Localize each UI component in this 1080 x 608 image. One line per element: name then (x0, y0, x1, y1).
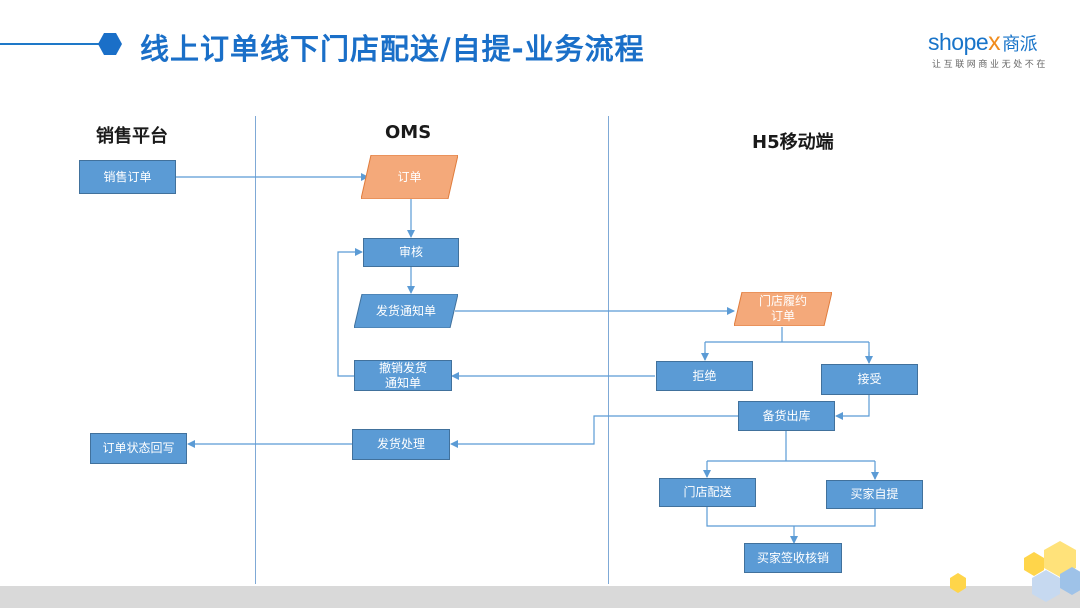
node-accept[interactable]: 接受 (821, 364, 918, 395)
arrow-accept-to-stock-out (835, 395, 870, 420)
arrow-merge-to-buyer-sign (706, 507, 876, 543)
node-ship-notice[interactable]: 发货通知单 (354, 294, 458, 328)
cancel-notice-line-1: 撤销发货 (378, 360, 427, 375)
parallelogram-shape (354, 294, 458, 328)
arrow-store-order-split (704, 327, 870, 363)
node-order[interactable]: 订单 (361, 155, 458, 199)
node-store-delivery[interactable]: 门店配送 (659, 478, 756, 507)
node-order-label: 订单 (397, 169, 422, 184)
logo-slogan: 让互联网商业无处不在 (932, 60, 1049, 70)
node-stock-out[interactable]: 备货出库 (738, 401, 835, 431)
arrow-stock-out-to-ship-process (450, 415, 738, 448)
node-reject[interactable]: 拒绝 (656, 361, 753, 391)
lane-divider-2 (608, 116, 609, 584)
node-buyer-pickup[interactable]: 买家自提 (826, 480, 923, 509)
node-buyer-sign-verify[interactable]: 买家签收核销 (744, 543, 842, 573)
node-ship-notice-label: 发货通知单 (375, 303, 436, 318)
parallelogram-shape (361, 155, 458, 199)
node-store-fulfill-label: 门店履约 订单 (758, 294, 807, 323)
node-sales-order[interactable]: 销售订单 (79, 160, 176, 194)
node-review[interactable]: 审核 (363, 238, 459, 267)
cancel-notice-line-2: 通知单 (384, 375, 421, 390)
arrow-cancel-to-review (337, 248, 363, 377)
lane-divider-1 (255, 116, 256, 584)
node-store-fulfill-order[interactable]: 门店履约 订单 (734, 292, 832, 326)
lane-title-sales-platform: 销售平台 (96, 126, 168, 147)
node-cancel-ship-notice[interactable]: 撤销发货 通知单 (354, 360, 452, 391)
parallelogram-shape (734, 292, 832, 326)
title-accent-line (0, 43, 100, 45)
page-title: 线上订单线下门店配送/自提-业务流程 (140, 32, 645, 66)
footer-band (0, 586, 1080, 608)
decorative-hexagons (950, 541, 1080, 602)
arrow-stock-out-split (706, 431, 876, 479)
hexagon-icon (98, 33, 122, 55)
node-order-status-back[interactable]: 订单状态回写 (90, 433, 187, 464)
node-ship-process[interactable]: 发货处理 (352, 429, 450, 460)
lane-title-h5-mobile: H5移动端 (752, 132, 834, 153)
lane-title-oms: OMS (385, 122, 432, 143)
